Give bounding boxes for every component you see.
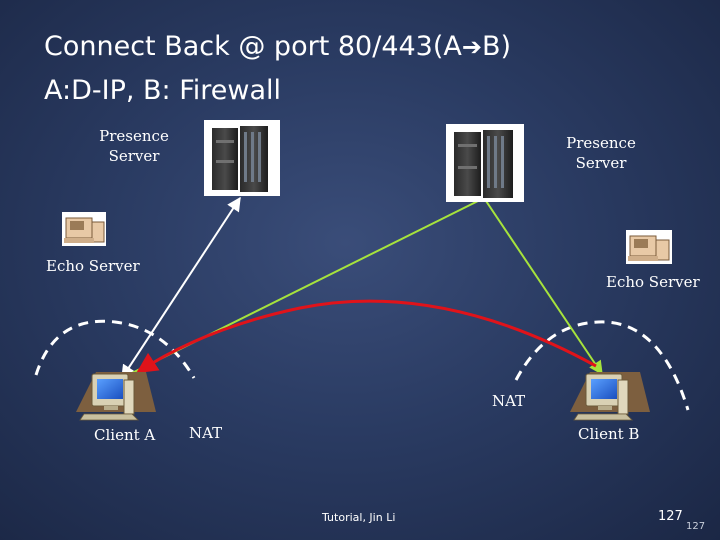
client-computer-icon xyxy=(570,372,650,421)
server-tower-icon xyxy=(204,120,280,196)
client-b-label: Client B xyxy=(578,425,640,443)
right-arrow-icon: ➔ xyxy=(461,33,482,61)
page-number: 127 xyxy=(658,509,683,524)
presence-server-left-label: Presence Server xyxy=(94,126,174,166)
presence-server-right-label: Presence Server xyxy=(561,133,641,173)
nat-boundary-left xyxy=(34,319,196,379)
echo-server-left-label: Echo Server xyxy=(46,257,140,275)
link-client-b-to-client-a xyxy=(136,299,597,374)
presence-server-right-line1: Presence xyxy=(566,134,636,152)
server-tower-icon xyxy=(446,124,524,202)
nat-left-label: NAT xyxy=(189,424,223,442)
link-client-a-to-presence-left xyxy=(121,196,241,380)
page-number-small: 127 xyxy=(686,521,706,532)
client-a-label: Client A xyxy=(94,426,156,444)
link-presence-right-to-client-b xyxy=(483,197,603,376)
echo-server-right-label: Echo Server xyxy=(606,273,700,291)
title-text-pre: Connect Back @ port 80/443(A xyxy=(44,31,462,62)
echo-server-desktop-icon xyxy=(62,212,106,246)
echo-server-desktop-icon xyxy=(626,230,672,264)
nat-boundary-right xyxy=(514,320,690,411)
slide-title-line-2: A:D-IP, B: Firewall xyxy=(44,75,282,106)
presence-server-right-line2: Server xyxy=(575,154,627,172)
footer-text: Tutorial, Jin Li xyxy=(322,511,396,524)
presence-server-left-line1: Presence xyxy=(99,127,169,145)
client-computer-icon xyxy=(76,372,156,421)
presence-server-left-line2: Server xyxy=(108,147,160,165)
nat-right-label: NAT xyxy=(492,392,526,410)
title-text-post: B) xyxy=(481,31,512,62)
slide-title-line-1: Connect Back @ port 80/443(A➔B) xyxy=(44,30,511,64)
